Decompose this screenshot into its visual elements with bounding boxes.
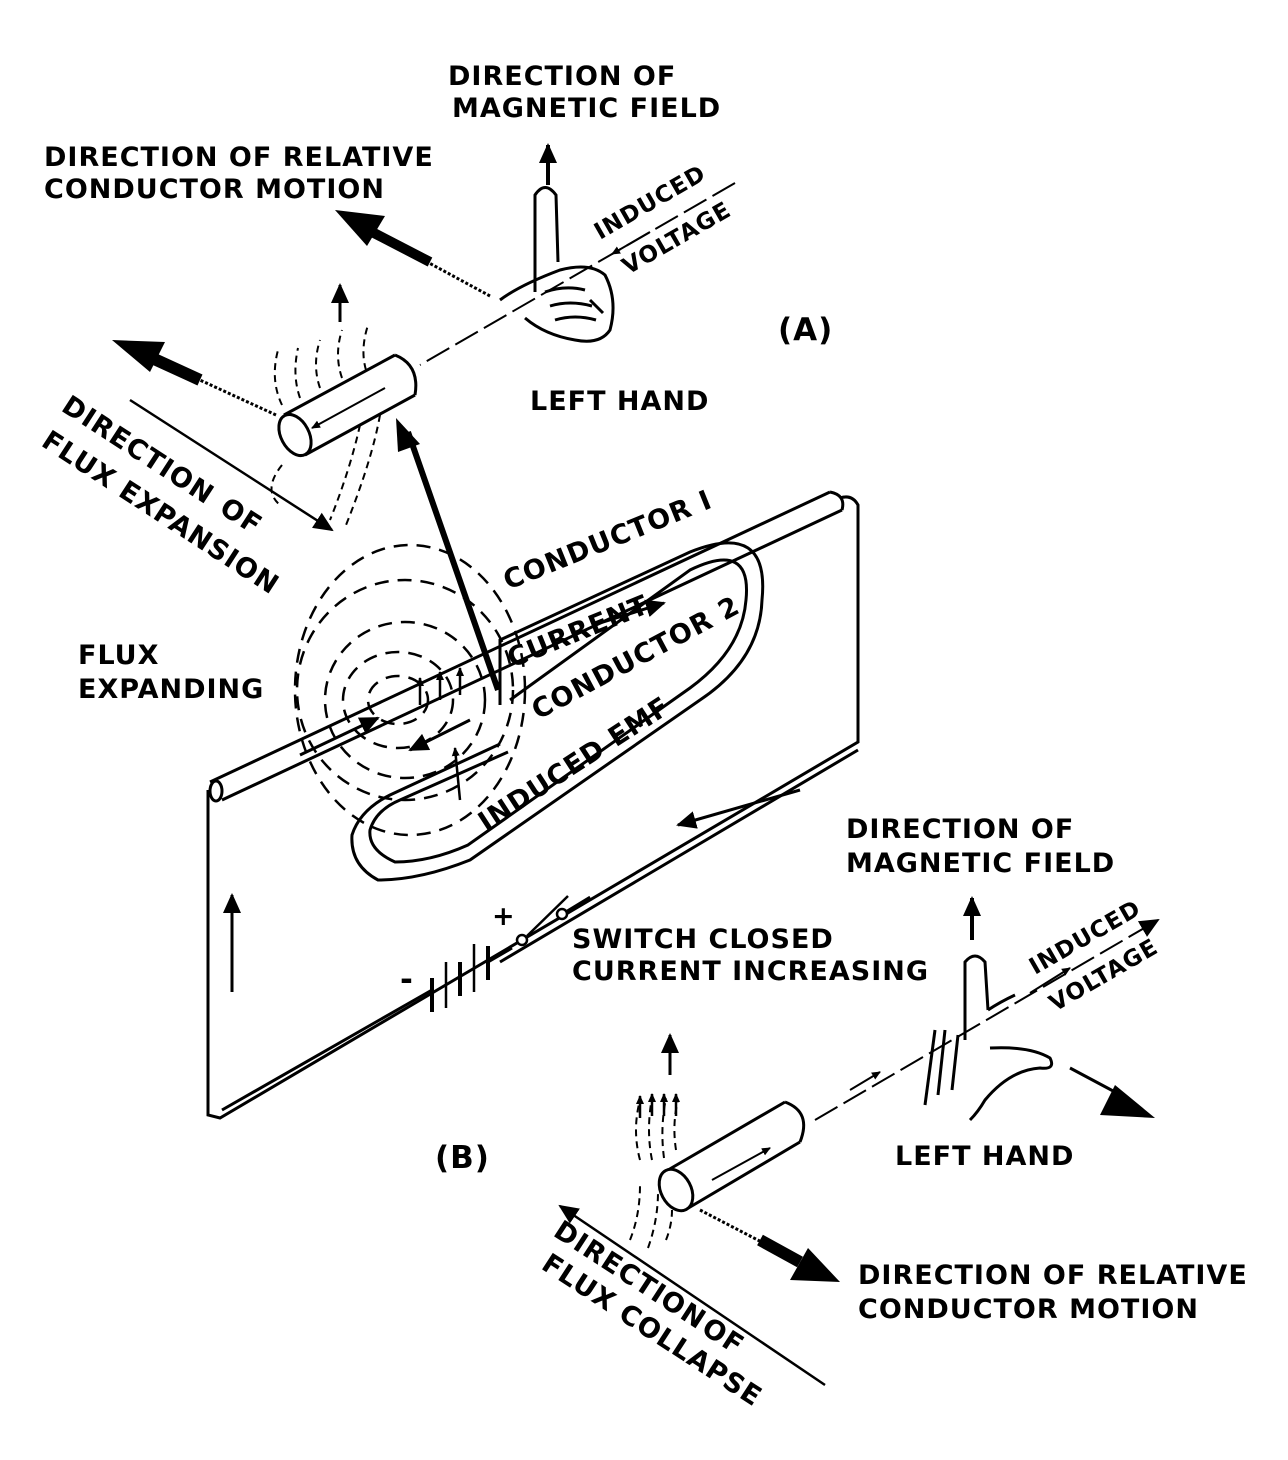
- induced-voltage-line-b: [814, 918, 1160, 1121]
- relative-motion-arrow-b: [1069, 1066, 1155, 1118]
- panel-b-group: [558, 896, 1160, 1387]
- battery-minus-label: -: [400, 962, 414, 998]
- top-motion-label-2: CONDUCTOR MOTION: [44, 174, 385, 205]
- bottom-magnetic-field-label-1: DIRECTION OF: [846, 814, 1074, 845]
- left-hand-b-icon: [923, 954, 1054, 1122]
- flux-lines-a: [270, 324, 381, 526]
- conductor-current-arrow: [299, 716, 380, 757]
- top-magnetic-field-label-2: MAGNETIC FIELD: [452, 93, 721, 124]
- bottom-motion-label-2: CONDUCTOR MOTION: [858, 1294, 1199, 1325]
- conductor-tube-top: [209, 490, 831, 784]
- switch-icon: [515, 895, 591, 947]
- left-hand-a-icon: [499, 186, 615, 343]
- conductor-cylinder-a: [277, 353, 418, 458]
- battery-icon: [221, 944, 513, 1112]
- hairpin-loop-outer: [350, 541, 765, 882]
- callout-arrow-shaft: [405, 431, 501, 691]
- switch-label-2: CURRENT INCREASING: [572, 956, 929, 987]
- switch-label-1: SWITCH CLOSED: [572, 924, 834, 955]
- bottom-motion-label-1: DIRECTION OF RELATIVE: [858, 1260, 1248, 1291]
- relative-motion-arrow-a: [335, 210, 491, 298]
- flux-collapse-arrow: [558, 1204, 826, 1387]
- conductor-motion-arrow-a: [112, 340, 277, 417]
- conductor-tube-end: [208, 779, 224, 803]
- induced-emf-pointer: [451, 747, 462, 801]
- hairpin-loop-inner: [368, 558, 749, 864]
- induced-emf-label: INDUCED EMF: [473, 691, 676, 838]
- flux-expanding-label-1: FLUX: [78, 640, 159, 671]
- flux-expanding-label-2: EXPANDING: [78, 674, 264, 705]
- conductor-motion-arrow-b: [699, 1208, 840, 1282]
- top-magnetic-field-label-1: DIRECTION OF: [448, 61, 676, 92]
- current-arrow: [599, 599, 666, 625]
- induced-emf-arrow: [408, 718, 471, 752]
- flux-up-arrows-main: [416, 667, 464, 705]
- top-left-hand-label: LEFT HAND: [530, 386, 709, 417]
- conductor-cylinder-b: [657, 1100, 806, 1213]
- flux-lines-b: [629, 1097, 679, 1249]
- battery-plus-label: +: [492, 901, 516, 932]
- induced-voltage-arrow-b: [1029, 967, 1071, 994]
- conductor-tube-bottom: [221, 508, 843, 802]
- conductor-1-label: CONDUCTOR I: [499, 485, 717, 597]
- top-motion-label-1: DIRECTION OF RELATIVE: [44, 142, 434, 173]
- panel-a-group: [112, 143, 736, 691]
- flux-up-arrows-b: [636, 1093, 680, 1118]
- return-current-arrow: [676, 788, 801, 829]
- labels-group: DIRECTION OF MAGNETIC FIELD DIRECTION OF…: [36, 61, 1248, 1413]
- induced-voltage-arrow-a: [611, 231, 651, 255]
- bottom-magnetic-field-label-2: MAGNETIC FIELD: [846, 848, 1115, 879]
- panel-a-label: (A): [778, 312, 833, 348]
- induced-voltage-line-a: [419, 182, 736, 366]
- induced-voltage-arrow-b2: [849, 1071, 881, 1091]
- callout-arrow-head: [396, 418, 420, 452]
- bottom-left-hand-label: LEFT HAND: [895, 1141, 1074, 1172]
- flux-expansion-arrow: [129, 398, 334, 532]
- expanding-flux-circles: [293, 543, 527, 837]
- panel-b-label: (B): [435, 1140, 490, 1176]
